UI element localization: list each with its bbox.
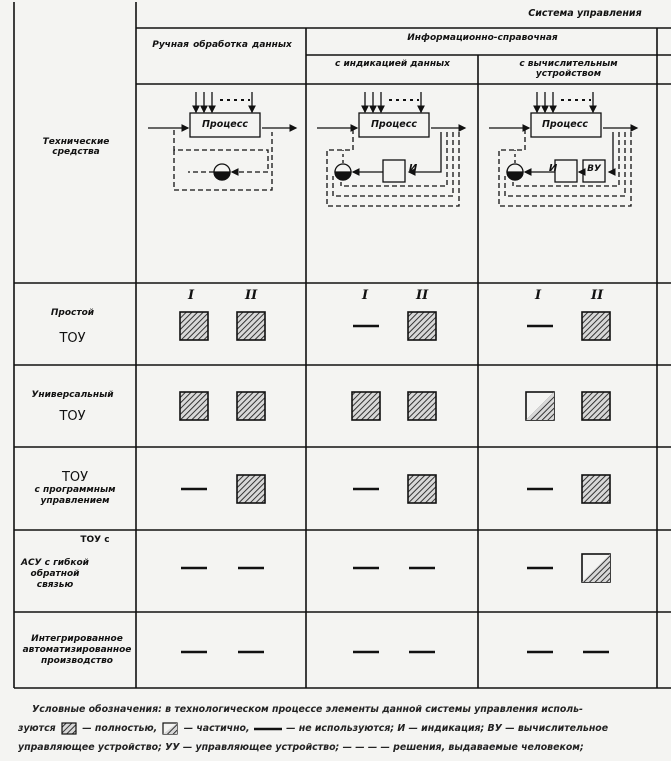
row-label-simple-2: ТОУ [59,331,86,346]
row-label-universal-2: ТОУ [59,409,86,424]
legend-text-2a: зуются [18,723,56,734]
process-label-1: Процесс [201,119,249,130]
cell-full-1-1 [236,391,266,421]
column-manual: Ручная обработка данных [152,40,292,50]
cell-full-1-0 [179,391,209,421]
indication-box [382,159,406,183]
legend-line-2: зуются — полностью, — частично, — не исп… [18,719,668,738]
computer-label: ВУ [587,164,601,174]
process-box [530,112,602,138]
controller-fill [213,171,231,181]
process-label-2: Процесс [370,119,418,130]
roman-1-c: I [535,288,542,303]
cell-full-1-3 [407,391,437,421]
legend-line-1: Условные обозначения: в технологическом … [32,704,583,715]
row-label-universal-1: Универсальный [31,390,114,400]
cell-full-2-3 [407,474,437,504]
dashed-loop-1 [340,132,448,187]
row-label-universal: Универсальный ТОУ [20,390,125,424]
roman-2-c: II [591,288,604,303]
human-loop [173,130,269,176]
cell-full-2-1 [236,474,266,504]
row-label-integrated-2: Интегрированное автоматизированное произ… [22,634,132,666]
dashed-loop-2 [504,132,626,197]
control-diagram-2 [317,92,467,207]
cell-full-1-5 [581,391,611,421]
legend-partial-swatch [162,722,179,735]
legend-text-2c: — частично, [183,723,250,734]
controller-fill [506,171,524,181]
cell-partial-fill-1-4 [526,392,554,420]
control-diagram-1 [148,92,298,191]
legend: Условные обозначения: в технологическом … [18,700,668,757]
dashed-loop-3 [326,130,460,207]
indication-label-1: И [408,163,418,174]
roman-1-b: I [362,288,369,303]
process-label-3: Процесс [541,119,589,130]
control-diagram-3 [489,92,639,207]
column-indication: с индикацией данных [335,59,450,69]
cell-full-0-1 [236,311,266,341]
legend-line-3: управляющее устройство; УУ — управляющее… [18,742,584,753]
dashed-loop-1 [512,132,620,187]
row-label-asu-2: АСУ с гибкой обратной связью [20,558,89,590]
cell-partial-fill-3-5 [582,554,610,582]
row-label-simple-1: Простой [50,308,95,318]
cell-full-1-2 [351,391,381,421]
roman-1-a: I [188,288,195,303]
legend-text-2d: — не используются; И — индикация; ВУ — в… [286,723,609,734]
column-computer: с вычислительным устройством [519,59,618,79]
row-label-program-1: ТОУ [61,470,89,485]
roman-2-b: II [416,288,429,303]
controller-fill [334,171,352,181]
row-tech-label: Технические средства [42,137,110,157]
process-box [189,112,261,138]
indication-box [554,159,578,183]
row-label-asu: ТОУ с АСУ с гибкой обратной связью [20,535,130,591]
row-label-integrated: Интегрированное автоматизированное произ… [16,634,138,667]
feedback-line [407,132,442,176]
process-box [358,112,430,138]
cell-full-0-5 [581,311,611,341]
row-label-program: ТОУ с программным управлением [20,470,130,507]
cell-full-0-0 [179,311,209,341]
legend-dash-mark [253,727,282,730]
row-label-simple: Простой ТОУ [20,308,125,346]
roman-2-a: II [245,288,258,303]
row-label-asu-1: ТОУ с [80,535,110,545]
legend-text-2b: — полностью, [82,723,158,734]
system-title: Система управления [528,8,642,19]
row-label-program-2: с программным управлением [34,485,116,506]
cell-full-0-3 [407,311,437,341]
human-loop-outer [173,132,273,191]
feedback-line [607,132,616,176]
dashed-loop-3 [498,130,632,207]
dashed-loop-2 [332,132,454,197]
indication-label-2: И [548,163,558,174]
column-info: Информационно-справочная [407,33,558,43]
cell-full-2-5 [581,474,611,504]
legend-full-swatch [61,722,77,735]
